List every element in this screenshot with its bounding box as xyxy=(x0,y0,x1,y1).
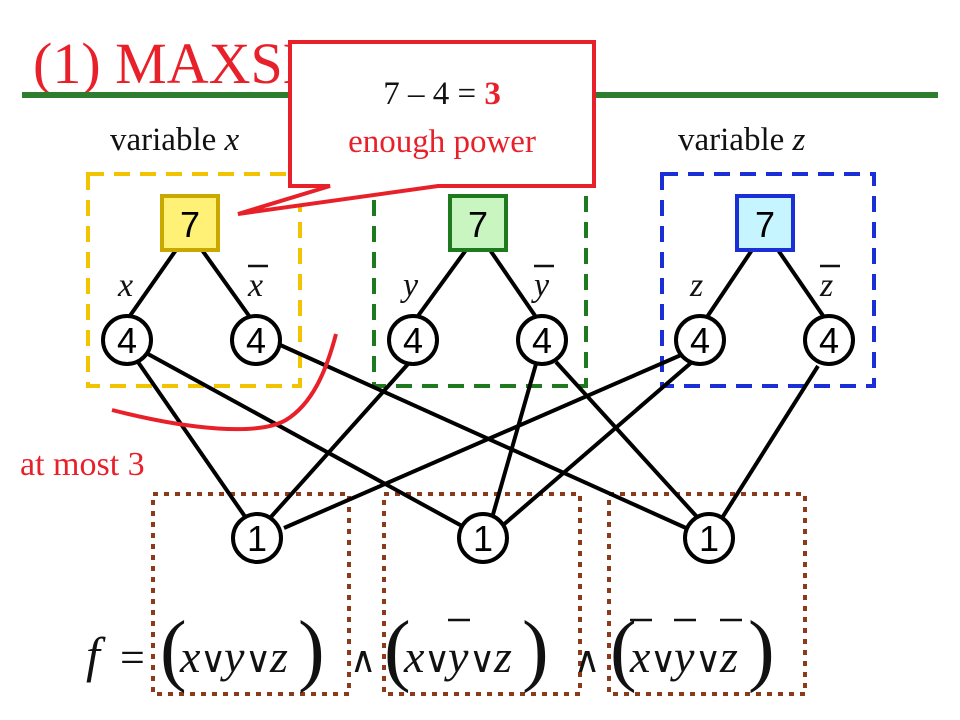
edge xyxy=(147,352,463,528)
root-node-z xyxy=(735,194,795,252)
literal-node-y xyxy=(387,314,439,366)
clause-node-1 xyxy=(231,512,283,564)
formula-literal: x xyxy=(179,631,201,682)
edge xyxy=(703,248,754,322)
literal-node-x-value: 4 xyxy=(117,320,137,361)
formula-or: ∨ xyxy=(424,640,450,680)
clause-node-2-value: 1 xyxy=(473,518,493,559)
edge xyxy=(776,248,828,322)
edge xyxy=(136,360,248,520)
formula-literal: y xyxy=(670,631,695,682)
edge xyxy=(277,342,687,530)
edge xyxy=(720,364,820,520)
literal-node-not-x xyxy=(230,314,282,366)
formula-literal: x xyxy=(403,631,425,682)
edge xyxy=(413,248,468,322)
literal-node-z xyxy=(674,314,726,366)
callout-equation: 7 – 4 = 3 xyxy=(383,76,501,112)
literal-nodes xyxy=(101,314,855,366)
formula-literal: z xyxy=(719,631,738,682)
formula-lhs: f xyxy=(86,627,106,683)
formula-open-paren: ( xyxy=(160,606,187,694)
edge xyxy=(125,248,178,322)
formula-or: ∨ xyxy=(245,640,271,680)
formula-literal: z xyxy=(493,631,512,682)
root-node-x-value: 7 xyxy=(180,204,200,245)
formula-and: ∧ xyxy=(350,640,376,680)
callout: 7 – 4 = 3 enough power xyxy=(237,40,596,216)
literal-node-not-y xyxy=(516,314,568,366)
clause-node-3-value: 1 xyxy=(699,518,719,559)
edge xyxy=(200,248,254,322)
formula-or: ∨ xyxy=(650,640,676,680)
edge xyxy=(268,362,410,520)
literal-label-not-z: z xyxy=(819,267,833,304)
literal-node-y-value: 4 xyxy=(403,320,423,361)
formula-literal: y xyxy=(444,631,469,682)
clause-node-3 xyxy=(683,512,735,564)
variable-z-header: variable z xyxy=(678,122,806,158)
at-most-annotation: at most 3 xyxy=(20,446,145,483)
literal-label-not-y: y xyxy=(531,267,550,304)
literal-node-not-y-value: 4 xyxy=(532,320,552,361)
formula-literal: x xyxy=(629,631,651,682)
edge xyxy=(283,350,689,530)
formula-open-paren: ( xyxy=(384,606,411,694)
formula-close-paren: ) xyxy=(298,606,325,694)
literal-label-not-x: x xyxy=(247,267,263,304)
literal-node-z-value: 4 xyxy=(690,320,710,361)
clause-node-1-value: 1 xyxy=(247,518,267,559)
literal-label-z: z xyxy=(689,267,703,304)
literal-label-x: x xyxy=(117,267,133,304)
formula-close-paren: ) xyxy=(522,606,549,694)
cut-curve xyxy=(111,333,338,432)
edge xyxy=(490,363,538,519)
literal-label-y: y xyxy=(400,267,419,304)
formula-or: ∨ xyxy=(200,640,226,680)
variable-x-header: variable x xyxy=(110,122,240,158)
clause-edges xyxy=(136,342,820,530)
formula-and: ∧ xyxy=(574,640,600,680)
formula-or: ∨ xyxy=(469,640,495,680)
clause-node-2 xyxy=(457,512,509,564)
clause-nodes xyxy=(231,512,735,564)
root-node-y xyxy=(448,194,508,252)
literal-node-x xyxy=(101,314,153,366)
formula-close-paren: ) xyxy=(748,606,775,694)
formula-or: ∨ xyxy=(695,640,721,680)
literal-node-not-x-value: 4 xyxy=(246,320,266,361)
variable-x-box xyxy=(86,172,302,388)
formula-literal: z xyxy=(269,631,288,682)
callout-bubble xyxy=(237,40,596,216)
root-node-x xyxy=(160,194,220,252)
root-node-y-value: 7 xyxy=(468,204,488,245)
edge xyxy=(500,360,694,528)
literal-node-not-z-value: 4 xyxy=(819,320,839,361)
formula-literal: y xyxy=(220,631,245,682)
variable-z-box xyxy=(660,172,876,388)
callout-note: enough power xyxy=(348,124,536,160)
edge xyxy=(488,248,540,322)
root-node-z-value: 7 xyxy=(755,204,775,245)
edge xyxy=(554,360,700,520)
clause-node-values: 1 1 1 xyxy=(247,518,719,559)
gadget-edges xyxy=(125,248,828,322)
literal-labels: x x y y z z xyxy=(117,267,833,304)
literal-node-not-z xyxy=(803,314,855,366)
literal-node-values: 4 4 4 4 4 4 xyxy=(117,320,839,361)
formula-equals: = xyxy=(120,633,145,682)
